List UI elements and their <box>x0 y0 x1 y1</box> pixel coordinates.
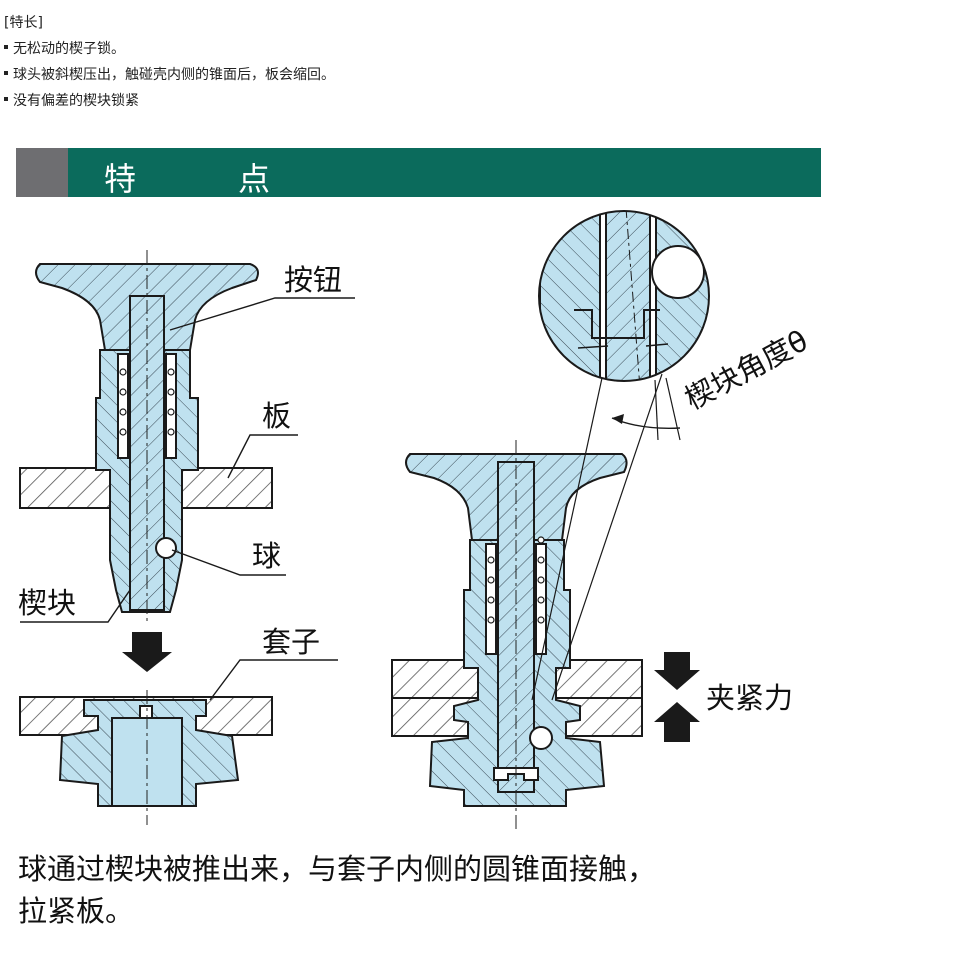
bullet-text: 没有偏差的楔块锁紧 <box>13 93 139 109</box>
bullet-icon <box>4 71 8 75</box>
left-assembly <box>19 250 273 825</box>
insert-arrow-icon <box>122 632 172 672</box>
clamp-arrow-up-icon <box>654 702 700 742</box>
banner-title-right: 点 <box>238 160 271 198</box>
caption-line-2: 拉紧板。 <box>18 894 135 928</box>
right-ball <box>529 726 553 750</box>
bullet-icon <box>4 45 8 49</box>
bullet-icon <box>4 97 8 101</box>
left-spring-cavity <box>165 353 177 459</box>
intro-text: [特长] 无松动的楔子锁。 球头被斜楔压出，触碰壳内侧的锥面后，板会缩回。 没有… <box>4 10 335 114</box>
left-leaders <box>20 297 355 701</box>
bullet-text: 球头被斜楔压出，触碰壳内侧的锥面后，板会缩回。 <box>13 67 335 83</box>
label-ball: 球 <box>252 539 281 573</box>
right-assembly <box>391 440 643 830</box>
caption: 球通过楔块被推出来，与套子内侧的圆锥面接触， 拉紧板。 <box>18 848 656 932</box>
label-plate: 板 <box>262 399 291 433</box>
feature-banner: 特 点 <box>16 148 821 198</box>
mechanism-diagram: 按钮 板 球 楔块 套子 夹紧力 <box>18 210 813 830</box>
label-button: 按钮 <box>284 263 342 297</box>
banner-gray-block <box>16 148 68 197</box>
label-sleeve: 套子 <box>262 625 320 659</box>
intro-bullet: 没有偏差的楔块锁紧 <box>4 88 335 114</box>
clamp-arrow-down-icon <box>654 652 700 690</box>
bullet-text: 无松动的楔子锁。 <box>13 41 125 57</box>
intro-bullet: 无松动的楔子锁。 <box>4 36 335 62</box>
intro-bullet: 球头被斜楔压出，触碰壳内侧的锥面后，板会缩回。 <box>4 62 335 88</box>
intro-heading: [特长] <box>4 15 43 31</box>
caption-line-1: 球通过楔块被推出来，与套子内侧的圆锥面接触， <box>18 852 657 886</box>
label-wedge: 楔块 <box>18 586 76 620</box>
left-spring-cavity <box>117 353 129 459</box>
label-clamp-force: 夹紧力 <box>706 681 793 715</box>
detail-magnifier <box>531 210 710 701</box>
banner-title-left: 特 <box>104 160 137 198</box>
left-ball <box>155 537 177 559</box>
